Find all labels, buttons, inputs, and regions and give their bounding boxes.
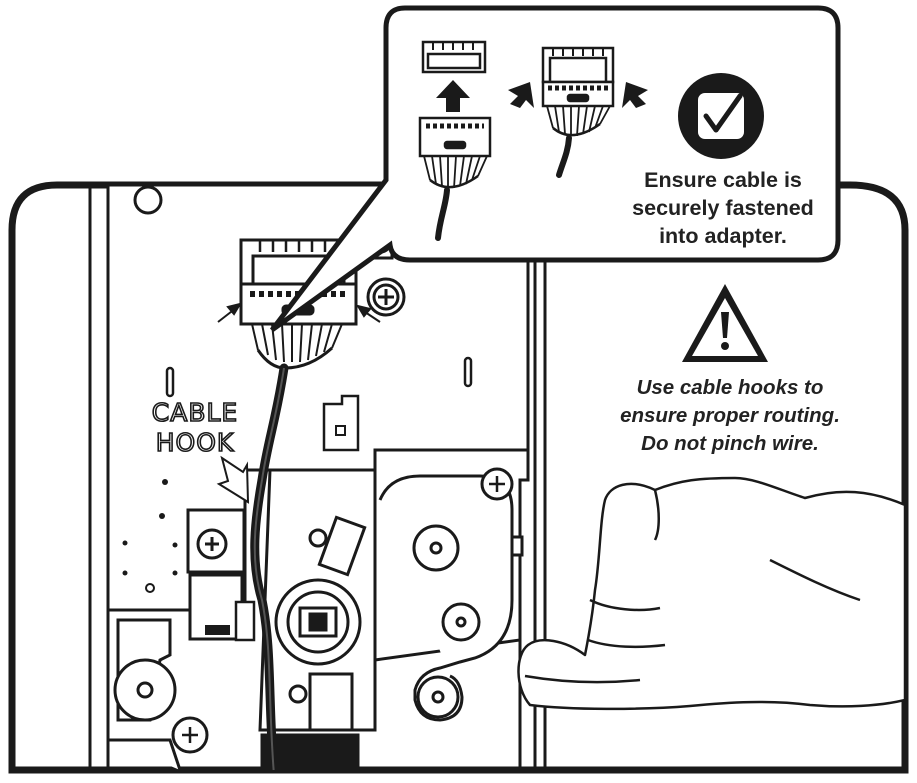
cable-hook-bracket xyxy=(186,508,256,642)
hook-pointer-arrow xyxy=(216,455,250,504)
connector-assembled xyxy=(541,46,615,178)
callout-instruction-text: Ensure cable is securely fastened into a… xyxy=(598,166,848,250)
left-arrow-icon xyxy=(508,82,534,108)
hook-label-line: HOOK xyxy=(155,427,235,458)
squeeze-arrows xyxy=(217,302,381,323)
plate-slots xyxy=(165,356,473,398)
callout-line: securely fastened xyxy=(632,196,814,220)
checkmark-icon xyxy=(678,73,764,159)
plate-tab xyxy=(322,394,360,452)
motor-housing xyxy=(373,448,530,722)
warning-triangle-icon xyxy=(682,284,768,362)
plate-hole xyxy=(133,185,163,215)
cable-plug xyxy=(418,116,492,241)
hand-illustration xyxy=(517,476,905,711)
plate-dots xyxy=(122,479,178,593)
adapter-detached xyxy=(421,40,487,74)
hook-label-line: CABLE xyxy=(151,397,239,428)
right-arrow-icon xyxy=(622,82,648,108)
lower-left-mechanism xyxy=(108,618,209,770)
lock-cam xyxy=(258,468,377,770)
callout-line: into adapter. xyxy=(659,224,787,248)
warning-line: Use cable hooks to xyxy=(636,376,824,399)
warning-instruction-text: Use cable hooks to ensure proper routing… xyxy=(575,374,885,458)
callout-line: Ensure cable is xyxy=(644,168,802,192)
warning-line: ensure proper routing. xyxy=(620,404,840,427)
warning-line: Do not pinch wire. xyxy=(641,432,819,455)
cable-hook-label: CABLE HOOK xyxy=(140,397,250,458)
up-arrow-icon xyxy=(436,80,470,112)
